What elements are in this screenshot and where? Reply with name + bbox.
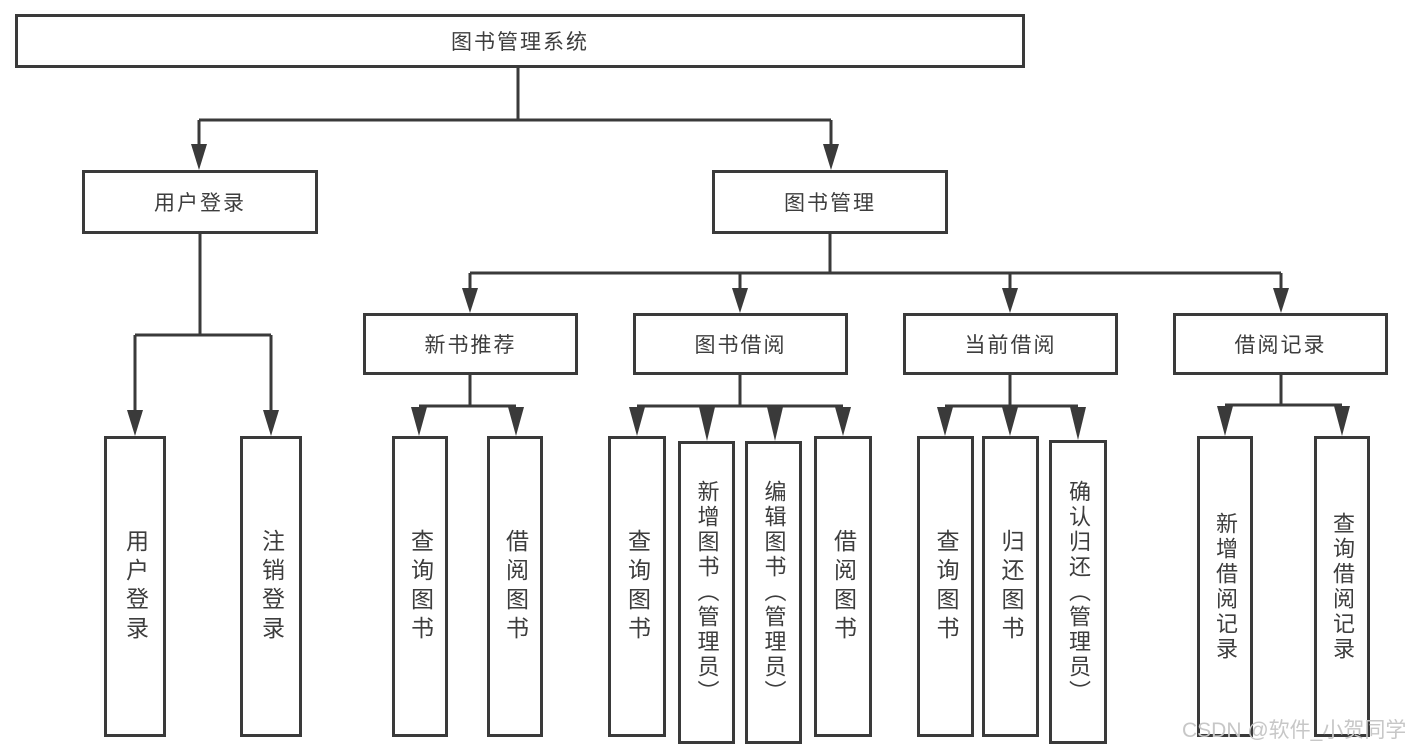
csdn-watermark: CSDN @软件_小贺同学 <box>1182 719 1405 742</box>
node-label: 确认归还（管理员） <box>1066 479 1091 705</box>
node-label: 图书管理 <box>784 192 876 215</box>
leaf-new-books-query: 查询图书 <box>392 436 448 737</box>
node-label: 当前借阅 <box>964 334 1057 357</box>
leaf-current-query-books: 查询图书 <box>917 436 974 737</box>
leaf-borrow-edit-books-admin: 编辑图书（管理员） <box>745 441 802 744</box>
leaf-current-return-books: 归还图书 <box>982 436 1039 737</box>
node-label: 归还图书 <box>998 528 1024 645</box>
node-borrow-records: 借阅记录 <box>1173 313 1388 375</box>
node-book-management: 图书管理 <box>712 170 948 234</box>
node-new-book-recommend: 新书推荐 <box>363 313 578 375</box>
leaf-user-login: 用户登录 <box>104 436 166 737</box>
node-label: 查询图书 <box>407 528 434 645</box>
node-current-borrow: 当前借阅 <box>903 313 1118 375</box>
node-label: 图书管理系统 <box>451 31 589 54</box>
node-label: 用户登录 <box>122 528 149 645</box>
node-label: 新增图书（管理员） <box>694 480 720 705</box>
leaf-borrow-query-books: 查询图书 <box>608 436 666 737</box>
leaf-current-confirm-return-admin: 确认归还（管理员） <box>1049 440 1107 744</box>
node-label: 借阅图书 <box>502 528 529 645</box>
node-label: 用户登录 <box>154 192 246 215</box>
leaf-records-query: 查询借阅记录 <box>1314 436 1370 737</box>
node-label: 查询图书 <box>624 528 651 645</box>
leaf-logout: 注销登录 <box>240 436 302 737</box>
leaf-new-books-borrow: 借阅图书 <box>487 436 543 737</box>
node-label: 图书借阅 <box>694 334 787 357</box>
node-label: 借阅图书 <box>830 528 857 645</box>
node-book-borrow: 图书借阅 <box>633 313 848 375</box>
node-label: 新书推荐 <box>424 334 517 357</box>
node-label: 编辑图书（管理员） <box>761 480 787 705</box>
leaf-borrow-borrow-books: 借阅图书 <box>814 436 872 737</box>
leaf-records-add: 新增借阅记录 <box>1197 436 1253 737</box>
node-label: 新增借阅记录 <box>1213 511 1238 662</box>
node-label: 借阅记录 <box>1234 334 1327 357</box>
node-label: 查询图书 <box>933 528 959 645</box>
node-user-login: 用户登录 <box>82 170 318 234</box>
node-library-management-system: 图书管理系统 <box>15 14 1025 68</box>
node-label: 注销登录 <box>258 528 285 645</box>
node-label: 查询借阅记录 <box>1330 511 1355 662</box>
leaf-borrow-add-books-admin: 新增图书（管理员） <box>678 441 735 744</box>
